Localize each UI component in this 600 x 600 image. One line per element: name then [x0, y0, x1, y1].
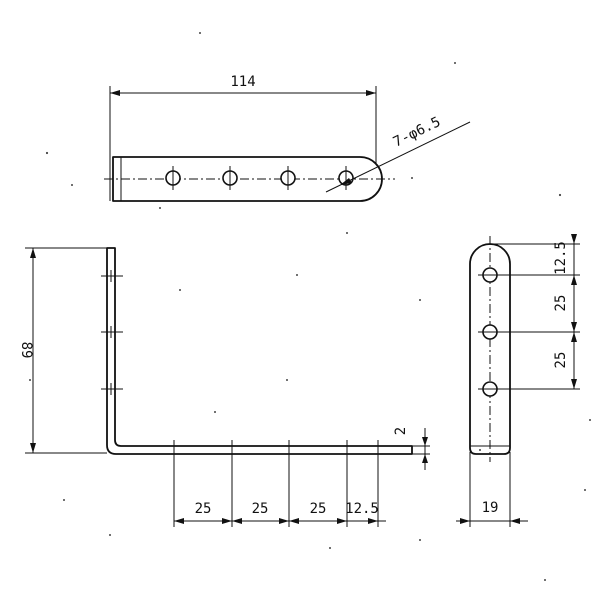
dim-side-pitch-1: 25: [553, 295, 569, 312]
dim-top-width: 114: [230, 74, 255, 90]
dim-pitch-3: 25: [310, 501, 327, 517]
front-view: 89 2 25 25 25 12.5: [18, 247, 430, 527]
dim-end-offset: 12.5: [345, 501, 379, 517]
top-view-outline: [112, 156, 383, 202]
dim-height: 89: [18, 342, 34, 359]
dim-holes: 7-φ6.5: [391, 114, 443, 151]
dim-side-pitch-2: 25: [553, 352, 569, 369]
front-view-outline: [106, 247, 413, 455]
dim-side-width: 19: [482, 500, 499, 516]
top-view: 114 7-φ6.5: [104, 74, 471, 202]
dim-pitch-1: 25: [195, 501, 212, 517]
dim-pitch-2: 25: [252, 501, 269, 517]
side-view-outline: [469, 243, 511, 455]
scan-specks: [29, 32, 591, 581]
dim-thickness: 2: [393, 427, 409, 435]
dim-side-end-offset: 12.5: [553, 241, 569, 275]
side-view: 12.5 25 25 19: [456, 234, 580, 527]
